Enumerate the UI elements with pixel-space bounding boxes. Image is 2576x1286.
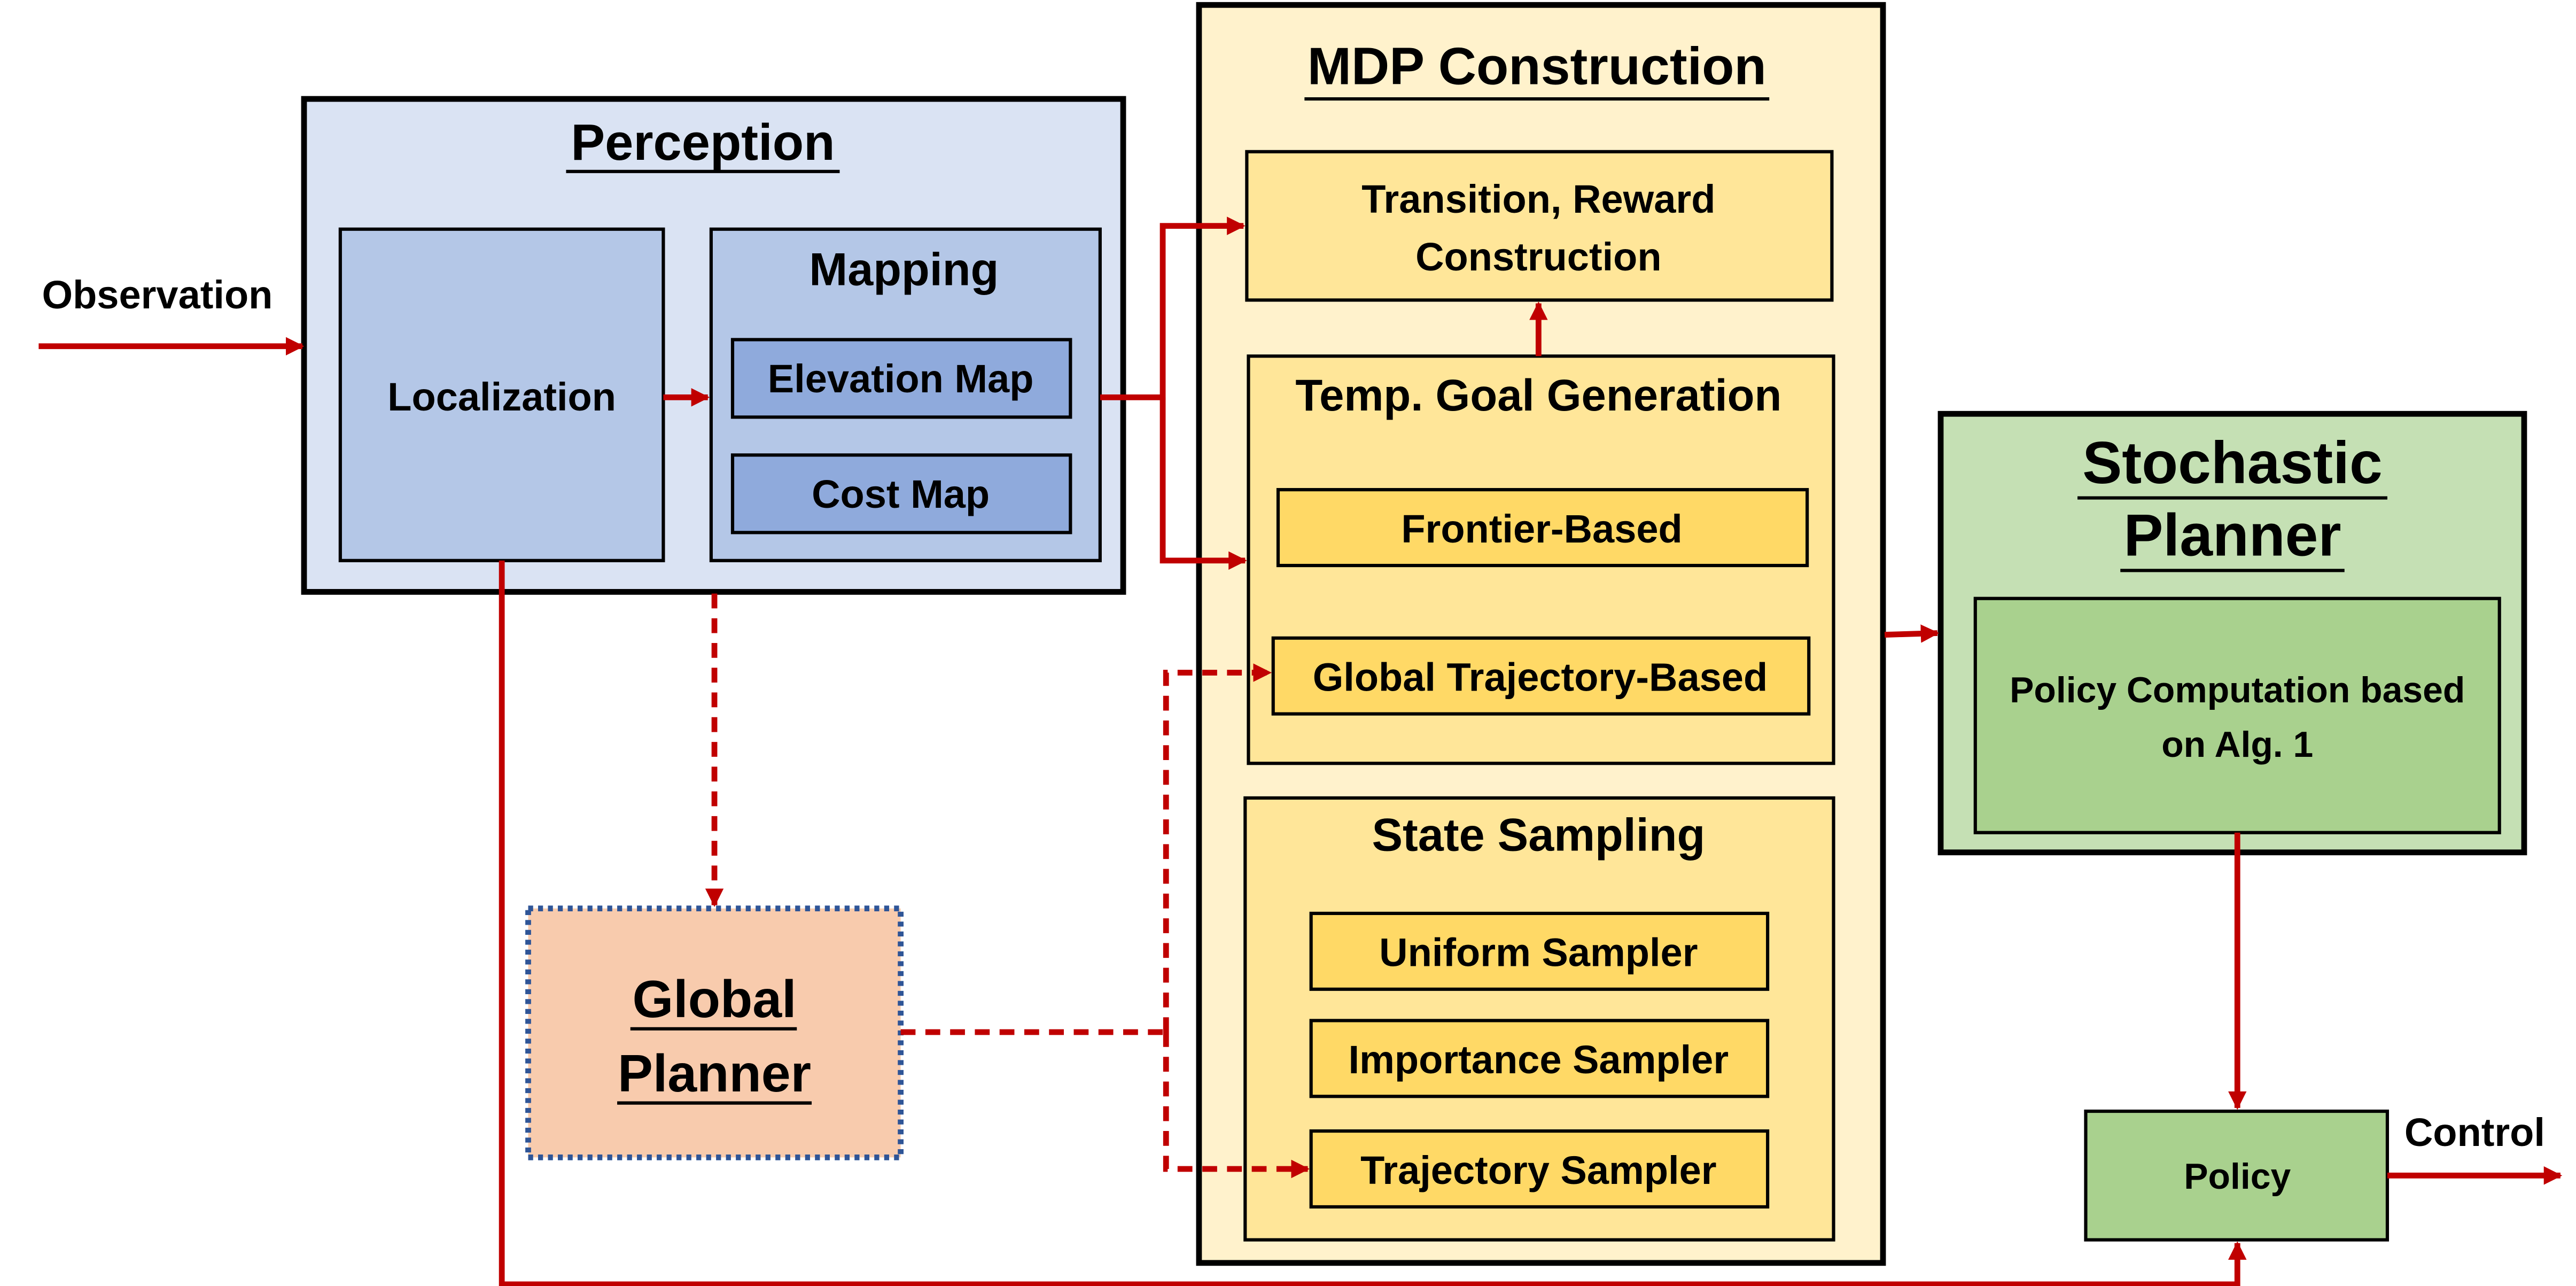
mdp-construction-title: MDP Construction bbox=[1308, 36, 1766, 95]
global-planner-box bbox=[525, 905, 904, 1160]
localization-label: Localization bbox=[387, 375, 616, 419]
state-sampling-title: State Sampling bbox=[1372, 810, 1705, 861]
frontier-based-box bbox=[1276, 488, 1809, 568]
frontier-based-label: Frontier-Based bbox=[1401, 507, 1682, 551]
perception-title: Perception bbox=[571, 114, 835, 171]
uniform-sampler-box bbox=[1309, 911, 1770, 991]
global-planner-to-global-traj-arrow bbox=[1163, 663, 1272, 1032]
observation-label: Observation bbox=[42, 273, 273, 317]
policy-computation-label-line2: on Alg. 1 bbox=[2161, 725, 2313, 765]
importance-sampler-box bbox=[1309, 1019, 1770, 1098]
trajectory-sampler-box bbox=[1309, 1129, 1770, 1209]
global-trajectory-based-box bbox=[1271, 636, 1811, 716]
transition-reward-box bbox=[1245, 150, 1834, 302]
policy-computation-box bbox=[1973, 596, 2501, 834]
transition-reward-label-line1: Transition, Reward bbox=[1361, 177, 1715, 221]
trajectory-sampler-label: Trajectory Sampler bbox=[1360, 1148, 1716, 1192]
elevation-map-box bbox=[730, 338, 1072, 419]
mapping-to-transition-arrow bbox=[1100, 216, 1246, 400]
mdp-to-stochastic-arrow bbox=[1884, 624, 1940, 643]
stochastic-planner-title-line1: Stochastic bbox=[2082, 429, 2382, 496]
policy-computation-label-line1: Policy Computation based bbox=[2010, 670, 2465, 710]
global-planner-to-trajectory-sampler-arrow bbox=[1163, 1032, 1310, 1179]
cost-map-box bbox=[730, 453, 1072, 534]
uniform-sampler-label: Uniform Sampler bbox=[1379, 931, 1698, 975]
elevation-map-label: Elevation Map bbox=[768, 357, 1034, 401]
control-label: Control bbox=[2404, 1110, 2545, 1155]
policy-label: Policy bbox=[2184, 1157, 2291, 1197]
mapping-title: Mapping bbox=[809, 244, 999, 296]
importance-sampler-label: Importance Sampler bbox=[1349, 1037, 1729, 1082]
global-planner-title-line1: Global bbox=[633, 970, 797, 1028]
stochastic-planner-title-line2: Planner bbox=[2123, 502, 2341, 569]
global-planner-title-line2: Planner bbox=[618, 1044, 811, 1103]
localization-to-policy-arrow bbox=[499, 560, 2247, 1286]
localization-box bbox=[338, 227, 665, 562]
transition-reward-label-line2: Construction bbox=[1415, 235, 1662, 279]
global-trajectory-based-label: Global Trajectory-Based bbox=[1313, 655, 1768, 699]
cost-map-label: Cost Map bbox=[812, 472, 990, 516]
mapping-to-temp-goal-arrow bbox=[1159, 397, 1247, 570]
temp-goal-generation-title: Temp. Goal Generation bbox=[1295, 370, 1781, 420]
